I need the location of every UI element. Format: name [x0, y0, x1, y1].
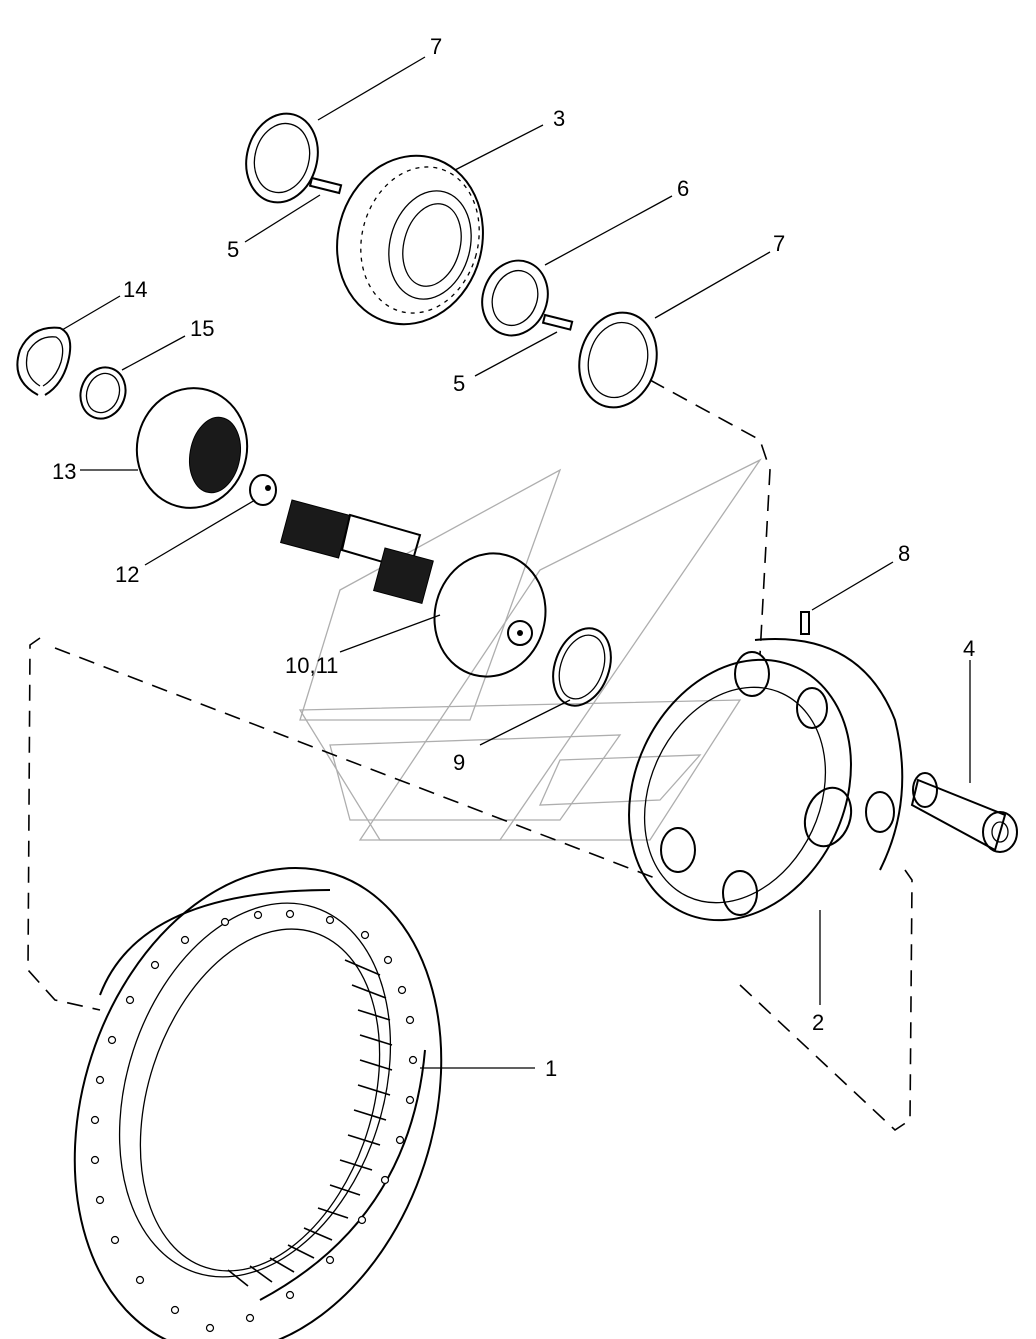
thrust-button	[249, 474, 277, 506]
callout-8: 8	[898, 541, 910, 566]
callout-10-11: 10,11	[285, 653, 338, 678]
planet-gear	[336, 154, 484, 326]
callout-1: 1	[545, 1056, 557, 1081]
callout-12: 12	[115, 562, 139, 587]
lock-pin-lower	[541, 313, 574, 331]
callout-5-upper: 5	[227, 237, 239, 262]
watermark-logo	[298, 458, 762, 841]
assembly-dashed-lines	[27, 379, 913, 1132]
planet-pin	[910, 772, 1018, 853]
callout-15: 15	[190, 316, 214, 341]
thrust-washer-lower	[578, 311, 658, 409]
callout-3: 3	[553, 106, 565, 131]
callout-2: 2	[812, 1010, 824, 1035]
planet-carrier	[628, 638, 904, 922]
callout-5-lower: 5	[453, 371, 465, 396]
roll-pin	[800, 611, 810, 635]
callout-4: 4	[963, 636, 975, 661]
callout-7-lower: 7	[773, 231, 785, 256]
snap-ring	[552, 627, 612, 707]
retaining-ring	[16, 326, 72, 396]
leader-lines	[61, 56, 971, 1069]
callout-14: 14	[123, 277, 147, 302]
ring-gear	[73, 867, 443, 1339]
spur-gear	[135, 387, 249, 509]
callout-6: 6	[677, 176, 689, 201]
bearing-washer	[481, 259, 549, 337]
thrust-washer-upper	[245, 112, 319, 204]
callout-9: 9	[453, 750, 465, 775]
lock-pin-upper	[308, 176, 343, 195]
callout-13: 13	[52, 459, 76, 484]
sun-gear-shaft	[279, 499, 547, 678]
callout-7-upper: 7	[430, 34, 442, 59]
spacer-ring	[79, 366, 127, 420]
